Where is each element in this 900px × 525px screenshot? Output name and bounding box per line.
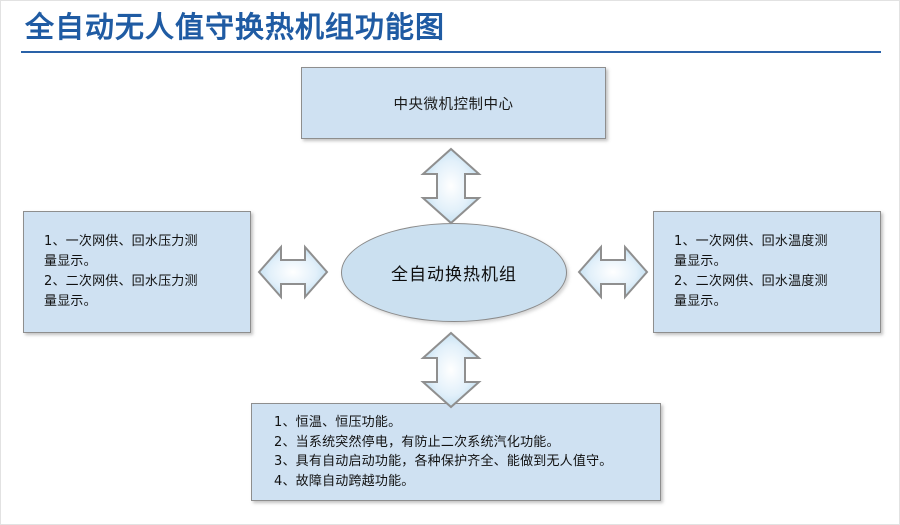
node-content: 1、恒温、恒压功能。 2、当系统突然停电，有防止二次系统汽化功能。 3、具有自动… [252,404,660,500]
double-arrow-horizontal-icon [257,244,329,300]
title-divider [21,51,881,53]
node-heat-exchange-unit[interactable]: 全自动换热机组 [341,223,567,322]
node-line: 量显示。 [674,294,727,309]
node-line: 中央微机控制中心 [393,96,514,113]
node-line: 1、恒温、恒压功能。 [274,415,402,430]
node-pressure-measurement[interactable]: 1、一次网供、回水压力测 量显示。 2、二次网供、回水压力测 量显示。 [23,211,251,333]
node-temperature-measurement[interactable]: 1、一次网供、回水温度测 量显示。 2、二次网供、回水温度测 量显示。 [653,211,881,333]
node-central-control-center[interactable]: 中央微机控制中心 [301,67,606,139]
node-content: 1、一次网供、回水温度测 量显示。 2、二次网供、回水温度测 量显示。 [654,212,880,332]
node-line: 全自动换热机组 [391,265,517,285]
node-line: 2、当系统突然停电，有防止二次系统汽化功能。 [274,434,560,450]
double-arrow-vertical-icon [420,147,482,225]
node-line: 4、故障自动跨越功能。 [274,473,415,489]
node-line: 2、二次网供、回水压力测 [44,274,198,289]
node-line: 量显示。 [44,294,97,309]
node-content: 中央微机控制中心 [302,68,605,138]
node-line: 1、一次网供、回水温度测 [674,234,828,249]
node-line: 量显示。 [44,254,97,269]
node-line: 3、具有自动启动功能，各种保护齐全、能做到无人值守。 [274,454,613,469]
node-content: 1、一次网供、回水压力测 量显示。 2、二次网供、回水压力测 量显示。 [24,212,250,332]
node-line: 2、二次网供、回水温度测 [674,274,828,289]
node-line: 1、一次网供、回水压力测 [44,234,198,249]
double-arrow-vertical-icon [420,331,482,409]
node-line: 量显示。 [674,254,727,269]
double-arrow-horizontal-icon [577,244,649,300]
node-functions-list[interactable]: 1、恒温、恒压功能。 2、当系统突然停电，有防止二次系统汽化功能。 3、具有自动… [251,403,661,501]
page-title: 全自动无人值守换热机组功能图 [25,10,446,44]
